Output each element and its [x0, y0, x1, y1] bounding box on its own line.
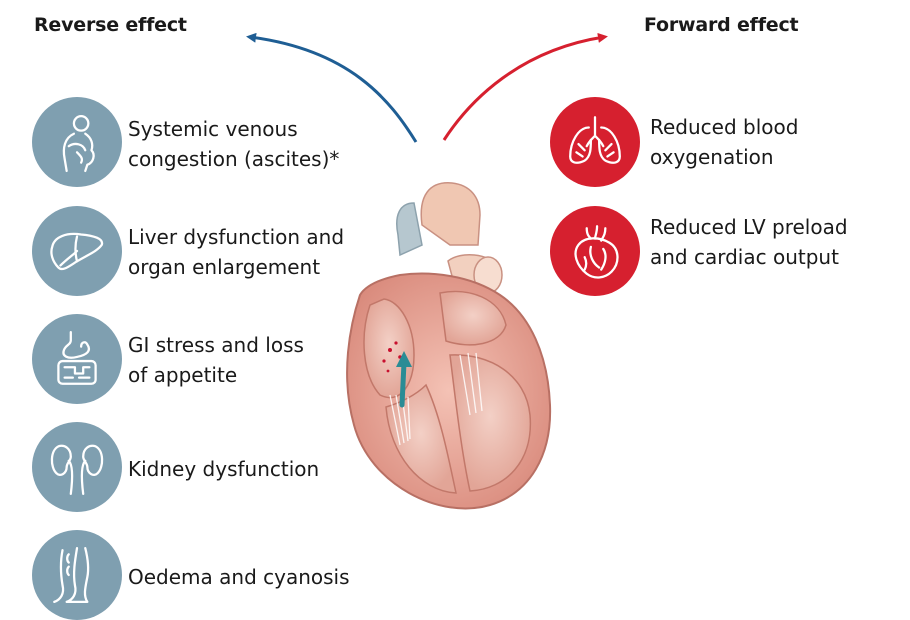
- reverse-item-line1: Systemic venous: [128, 114, 339, 144]
- forward-item-line2: oxygenation: [650, 142, 798, 172]
- person-abdomen-icon: [32, 97, 122, 187]
- liver-icon: [32, 206, 122, 296]
- heart-icon: [550, 206, 640, 296]
- reverse-item-line1: Oedema and cyanosis: [128, 562, 350, 592]
- intestines-icon: [32, 314, 122, 404]
- forward-item-line2: and cardiac output: [650, 242, 848, 272]
- superior-vena-cava: [397, 203, 422, 255]
- legs-icon: [32, 530, 122, 620]
- aorta: [421, 183, 480, 245]
- reverse-item-line2: of appetite: [128, 360, 304, 390]
- reverse-item-line1: GI stress and loss: [128, 330, 304, 360]
- forward-effect-heading: Forward effect: [644, 14, 798, 36]
- reverse-item-line1: Liver dysfunction and: [128, 222, 344, 252]
- reverse-effect-heading: Reverse effect: [34, 14, 187, 36]
- kidneys-icon: [32, 422, 122, 512]
- forward-item-line1: Reduced blood: [650, 112, 798, 142]
- reverse-item-line2: congestion (ascites)*: [128, 144, 339, 174]
- lungs-icon: [550, 97, 640, 187]
- reverse-item-line1: Kidney dysfunction: [128, 454, 319, 484]
- heart-illustration: [330, 175, 560, 525]
- forward-item-line1: Reduced LV preload: [650, 212, 848, 242]
- reverse-item-line2: organ enlargement: [128, 252, 344, 282]
